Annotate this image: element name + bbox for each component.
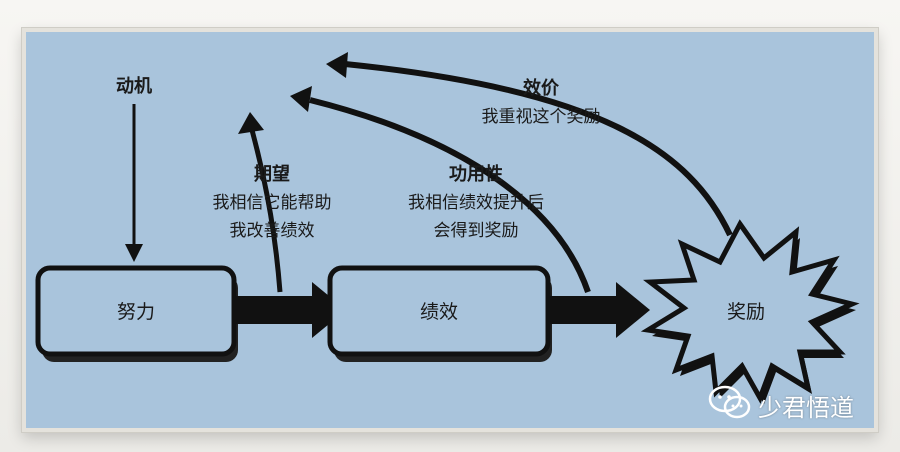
performance-box — [327, 265, 552, 362]
expectancy-curve-arrow — [249, 129, 283, 293]
effort-box — [35, 265, 238, 362]
instrumentality-line2: 会得到奖励 — [434, 221, 519, 241]
expectancy-line2: 我改善绩效 — [230, 221, 315, 241]
motivation-label: 动机 — [116, 76, 152, 97]
instrumentality-line1: 我相信绩效提升后 — [408, 193, 544, 213]
expectancy-arrowhead — [238, 112, 264, 134]
valence-arrowhead — [326, 52, 348, 78]
valence-title: 效价 — [523, 77, 560, 99]
effort-to-performance-arrow — [236, 282, 346, 338]
valence-line1: 我重视这个奖励 — [482, 107, 601, 127]
performance-label: 绩效 — [420, 301, 458, 323]
performance-to-reward-arrow — [546, 282, 650, 338]
instrumentality-arrowhead — [290, 86, 312, 112]
expectancy-title: 期望 — [254, 163, 290, 185]
effort-label: 努力 — [117, 301, 155, 323]
valence-curve-arrow — [344, 61, 733, 237]
motivation-arrow — [125, 104, 143, 262]
wechat-icon — [708, 385, 751, 419]
instrumentality-curve-arrow — [309, 97, 591, 293]
expectancy-line1: 我相信它能帮助 — [213, 193, 332, 213]
instrumentality-title: 功用性 — [449, 163, 503, 185]
reward-label: 奖励 — [727, 301, 765, 323]
watermark-text: 少君悟道 — [758, 394, 854, 422]
reward-starburst — [640, 219, 860, 404]
